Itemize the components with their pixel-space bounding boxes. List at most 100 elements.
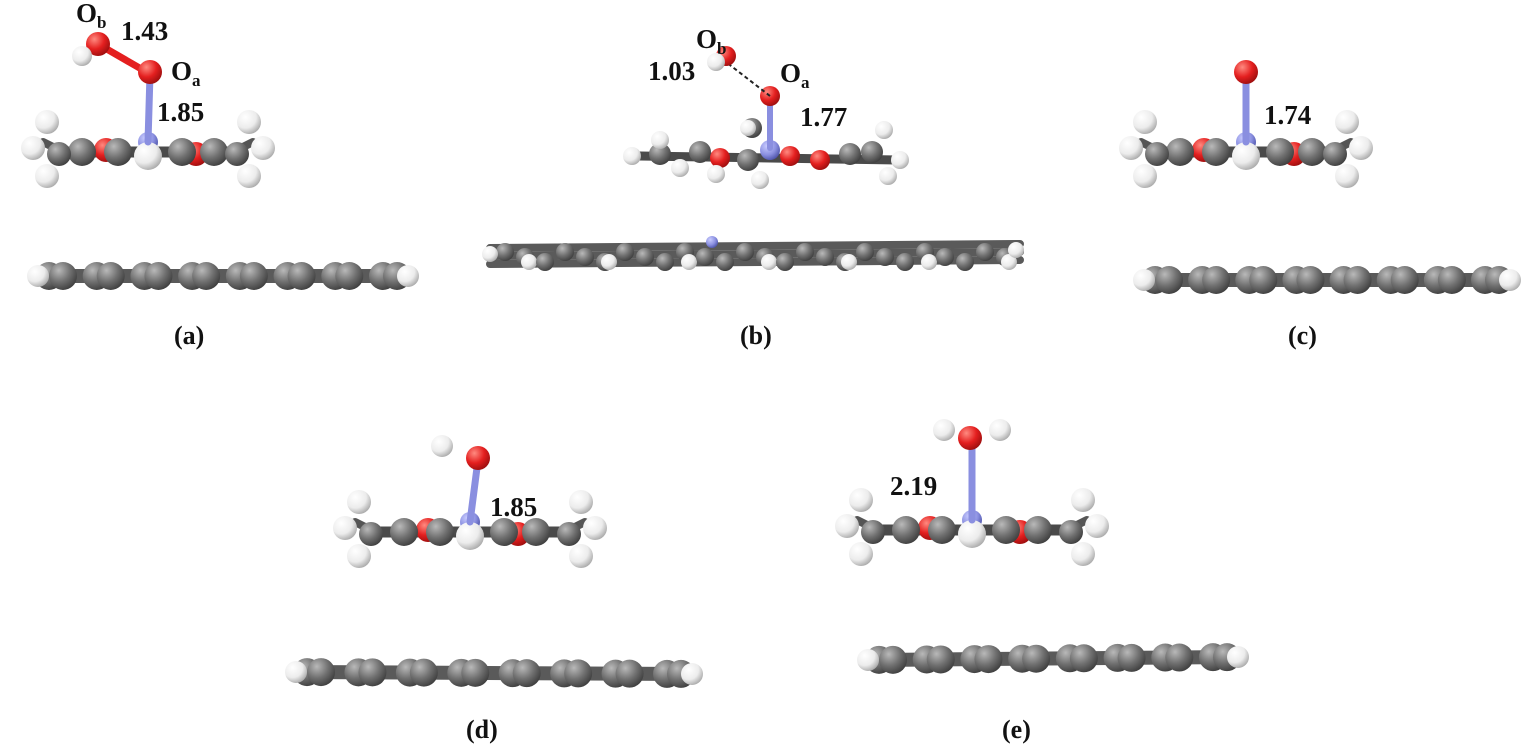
carbon-atom [861,520,885,544]
hydrogen-atom [921,254,937,270]
nitrogen-atom [706,236,718,248]
hydrogen-atom [1001,254,1017,270]
hydrogen-atom [134,142,162,170]
carbon-atom [49,262,77,290]
carbon-atom [796,243,814,261]
distance-label-b-2: 1.77 [800,102,847,132]
carbon-atom [307,658,335,687]
carbon-atom [1022,644,1051,673]
oxygen-atom [138,60,162,84]
carbon-atom [776,253,794,271]
hydrogen-atom [707,165,725,183]
carbon-atom [615,659,644,688]
hydrogen-atom [569,490,593,514]
carbon-atom [974,645,1003,674]
hydrogen-atom [482,246,498,262]
oxygen-atom [810,150,830,170]
carbon-atom [390,518,418,546]
hydrogen-atom [1499,269,1521,291]
hydrogen-atom [1008,242,1024,258]
hydrogen-atom [849,542,873,566]
hydrogen-atom [1085,514,1109,538]
carbon-atom [536,253,554,271]
atom-label-ob-b: Ob [696,24,726,58]
carbon-atom [1390,266,1419,294]
carbon-atom [168,138,196,166]
oxygen-atom [710,148,730,168]
hydrogen-atom [27,265,49,287]
oxygen-atom [466,446,490,470]
carbon-atom [656,253,674,271]
hydrogen-atom [237,110,261,134]
carbon-atom [816,248,834,266]
carbon-atom [287,262,316,290]
carbon-atom [616,243,634,261]
hydrogen-atom [456,522,484,550]
oxygen-atom [86,32,110,56]
atom-label-oa-a: Oa [171,56,201,90]
hydrogen-atom [681,663,703,685]
carbon-atom [1202,266,1231,294]
carbon-atom [1437,266,1466,294]
carbon-atom [1343,266,1372,294]
hydrogen-atom [891,151,909,169]
hydrogen-atom [1133,110,1157,134]
hydrogen-atom [958,520,986,548]
carbon-atom [716,253,734,271]
carbon-atom [496,243,514,261]
carbon-atom [47,142,71,166]
carbon-atom [104,138,132,166]
carbon-atom [856,243,874,261]
carbon-atom [490,518,518,546]
hydrogen-atom [671,159,689,177]
carbon-atom [1323,142,1347,166]
distance-label-b-1: 1.03 [648,56,695,86]
hydrogen-atom [761,254,777,270]
hydrogen-atom [1071,488,1095,512]
carbon-atom [358,658,387,687]
carbon-atom [649,143,671,165]
hydrogen-atom [1227,646,1249,668]
hydrogen-atom [521,254,537,270]
distance-label-d-1: 1.85 [490,492,537,522]
distance-label-e-1: 2.19 [890,471,937,501]
carbon-atom [992,516,1020,544]
bond [466,456,482,526]
carbon-atom [359,522,383,546]
carbon-atom [192,262,221,290]
hydrogen-atom [333,516,357,540]
carbon-atom [1298,138,1326,166]
carbon-atom [522,518,550,546]
carbon-atom [839,143,861,165]
bond [144,70,154,146]
carbon-atom [926,645,955,674]
hydrogen-atom [857,649,879,671]
hydrogen-atom [72,46,92,66]
hydrogen-atom [681,254,697,270]
oxygen-atom [780,146,800,166]
hydrogen-atom [35,110,59,134]
carbon-atom [736,243,754,261]
carbon-atom [335,262,364,290]
carbon-atom [564,659,593,688]
hydrogen-atom [849,488,873,512]
atom-label-oa-b: Oa [780,58,810,92]
carbon-atom [861,141,883,163]
hydrogen-atom [841,254,857,270]
atom-label-ob-a: Ob [76,0,106,32]
carbon-atom [876,248,894,266]
hydrogen-atom [1071,542,1095,566]
hydrogen-atom [21,136,45,160]
hydrogen-atom [397,265,419,287]
hydrogen-atom [583,516,607,540]
carbon-atom [239,262,268,290]
carbon-atom [636,248,654,266]
carbon-atom [409,658,438,687]
carbon-atom [144,262,173,290]
distance-label-a-2: 1.85 [157,97,204,127]
oxygen-atom [958,426,982,450]
hydrogen-atom [879,167,897,185]
carbon-atom [896,253,914,271]
hydrogen-atom [431,435,453,457]
